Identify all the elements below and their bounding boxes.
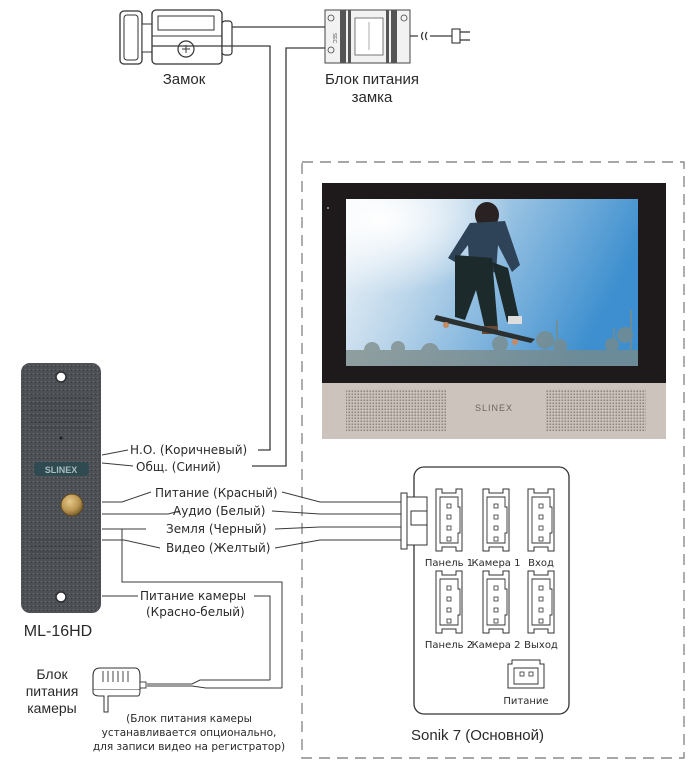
wire-label-no: Н.О. (Коричневый) bbox=[130, 443, 247, 457]
speaker-grille-left bbox=[346, 389, 446, 431]
connector-camera-2-icon bbox=[482, 570, 510, 634]
connector-pin bbox=[493, 618, 499, 624]
connector-pin bbox=[446, 607, 452, 613]
wire-audio-to-board bbox=[271, 510, 401, 515]
call-panel-device: SLINEX bbox=[21, 363, 101, 613]
connector-pin bbox=[446, 514, 452, 520]
connector-label-power: Питание bbox=[503, 696, 548, 707]
connector-pin bbox=[493, 607, 499, 613]
connector-label-camera-2: Камера 2 bbox=[472, 640, 521, 651]
connector-pin bbox=[538, 585, 544, 591]
sec-mark: SEC bbox=[331, 33, 337, 44]
wire-stub-video bbox=[102, 539, 161, 549]
connector-label-output: Выход bbox=[524, 640, 558, 651]
connector-pin bbox=[446, 536, 452, 542]
connector-pin bbox=[538, 536, 544, 542]
wire-power-to-board bbox=[281, 491, 401, 503]
connector-label-camera-1: Камера 1 bbox=[472, 558, 521, 569]
camera-power-adapter-icon bbox=[92, 667, 147, 713]
connector-pin bbox=[519, 671, 525, 677]
monitor-caption: Sonik 7 (Основной) bbox=[411, 727, 544, 744]
wire-stub-common bbox=[101, 462, 134, 467]
lock-no-wire bbox=[152, 45, 271, 451]
lock-psu-label-line2: замка bbox=[352, 89, 393, 106]
lock-psu-label-line1: Блок питания bbox=[325, 71, 419, 88]
lock-label: Замок bbox=[163, 71, 206, 88]
wire-label-common: Общ. (Синий) bbox=[136, 460, 221, 474]
connector-panel-1-icon bbox=[435, 488, 463, 552]
mains-plug-icon bbox=[451, 28, 470, 44]
camera-psu-note-line2: устанавливается опционально, bbox=[102, 727, 277, 739]
connector-label-panel-1: Панель 1 bbox=[425, 558, 473, 569]
connector-label-input: Вход bbox=[528, 558, 554, 569]
lock-icon bbox=[119, 9, 233, 65]
camera-power-label-line2: (Красно-белый) bbox=[146, 605, 245, 619]
connector-pin bbox=[538, 607, 544, 613]
connector-pin bbox=[493, 514, 499, 520]
connector-pin bbox=[538, 525, 544, 531]
wire-label-ground: Земля (Черный) bbox=[166, 522, 267, 536]
connector-pin bbox=[538, 514, 544, 520]
monitor-unit-boundary bbox=[301, 161, 685, 759]
camera-psu-label-line3: камеры bbox=[27, 700, 76, 716]
call-button bbox=[60, 493, 84, 517]
monitor-brand: SLINEX bbox=[475, 403, 513, 413]
camera-psu-label-line1: Блок bbox=[36, 666, 68, 682]
wire-stub-no bbox=[101, 449, 129, 456]
camera-power-return-wire bbox=[121, 529, 283, 688]
connector-pin bbox=[493, 596, 499, 602]
wire-label-audio: Аудио (Белый) bbox=[173, 504, 265, 518]
camera-power-wire bbox=[254, 595, 271, 680]
connector-pin bbox=[538, 503, 544, 509]
camera-psu-cable-a bbox=[147, 679, 270, 685]
psu-common-wire bbox=[252, 47, 325, 467]
speaker-grille-right bbox=[546, 389, 646, 431]
wire-stub-audio bbox=[102, 510, 181, 515]
wire-video-to-board bbox=[274, 539, 401, 549]
wire-stub-power bbox=[102, 491, 152, 503]
camera-psu-note-line3: для записи видео на регистратор) bbox=[93, 741, 285, 753]
connector-pin bbox=[493, 503, 499, 509]
connector-pin bbox=[446, 596, 452, 602]
connector-pin bbox=[446, 618, 452, 624]
camera-psu-cable-b bbox=[147, 685, 282, 689]
panel-model: ML-16HD bbox=[24, 623, 92, 640]
monitor-device: SLINEX bbox=[322, 183, 666, 439]
monitor-screen-image bbox=[346, 199, 638, 366]
mains-cable bbox=[410, 31, 452, 41]
connector-power-icon bbox=[507, 659, 545, 689]
connector-output-icon bbox=[527, 570, 555, 634]
wire-label-power: Питание (Красный) bbox=[155, 486, 278, 500]
connector-pin bbox=[493, 525, 499, 531]
camera-psu-label-line2: питания bbox=[26, 683, 79, 699]
connector-panel-2-icon bbox=[435, 570, 463, 634]
connector-pin bbox=[446, 525, 452, 531]
connector-pin bbox=[538, 618, 544, 624]
connector-pin bbox=[446, 585, 452, 591]
connector-pin bbox=[528, 671, 534, 677]
board-plug bbox=[400, 492, 428, 550]
connector-input-icon bbox=[527, 488, 555, 552]
camera-psu-note-line1: (Блок питания камеры bbox=[126, 713, 252, 725]
camera-power-label-line1: Питание камеры bbox=[140, 589, 246, 603]
wire-label-video: Видео (Желтый) bbox=[166, 541, 270, 555]
connector-label-panel-2: Панель 2 bbox=[425, 640, 473, 651]
connector-pin bbox=[493, 585, 499, 591]
panel-brand: SLINEX bbox=[45, 465, 78, 475]
connector-pin bbox=[446, 503, 452, 509]
lock-power-supply-icon: SEC bbox=[324, 9, 411, 64]
wire-ground-to-board bbox=[274, 526, 401, 530]
connector-pin bbox=[538, 596, 544, 602]
connector-camera-1-icon bbox=[482, 488, 510, 552]
connector-pin bbox=[493, 536, 499, 542]
